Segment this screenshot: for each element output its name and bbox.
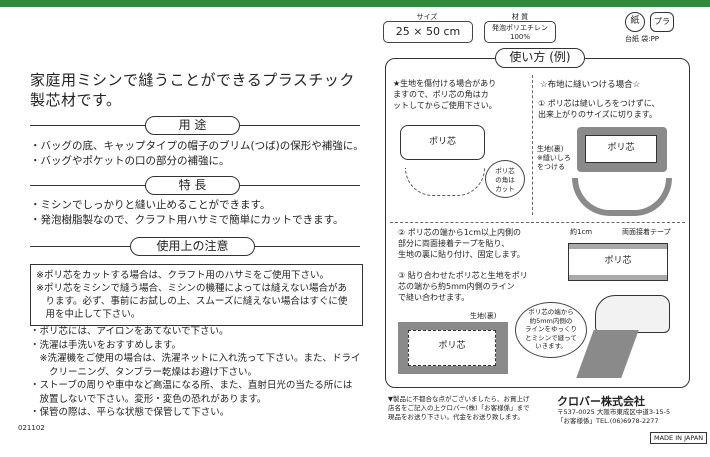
sew-note: ポリ芯の端から 約5mm内側の ラインをゆっくり とミシンで縫って いきます。 <box>515 302 587 358</box>
company-address: 〒537-0025 大阪市東成区中道3-15-5 「お客様係」TEL.(06)6… <box>557 408 707 426</box>
product-code: 021102 <box>18 424 45 432</box>
step-a-text: ★生地を傷付ける場合があり ますので、ポリ芯の角はカ ットしてからご使用下さい。 <box>393 78 533 111</box>
made-in-badge: MADE IN JAPAN <box>650 432 708 444</box>
poly-sewn: ポリ芯 <box>408 330 496 366</box>
company-name: クロバー株式会社 <box>557 395 645 408</box>
caution-item: ・保管の際は、平らな状態で保管して下さい。 <box>30 407 230 418</box>
caution-box-line: ります。必ず、事前にお試しの上、スムーズに縫えない場合はすぐに使 <box>36 296 348 307</box>
caution-box-line: ※ポリ芯をミシンで縫う場合、ミシンの機種によっては縫えない場合があ <box>36 283 348 294</box>
step-a-line: ットしてからご使用下さい。 <box>393 101 497 110</box>
caution-box-line: 用を中止して下さい。 <box>36 309 141 320</box>
footer-notice-line: 現品をお送り下さい。代金をお送り致します。 <box>388 413 524 421</box>
caution-item: ・ストーブの周りや車中など高温になる所、また、直射日光の当たる所には <box>30 380 353 391</box>
size-value: 25 × 50 cm <box>383 21 473 43</box>
material-label: 材 質 <box>511 13 529 21</box>
poly-with-tape: ポリ芯 <box>568 243 668 281</box>
step-a-line: ★生地を傷付ける場合があり <box>393 79 497 88</box>
sewing-machine-icon <box>595 295 670 333</box>
use-item: ・バッグやポケットの口の部分の補強に。 <box>30 155 230 167</box>
fabric-back-label: 生地(裏) ※縫いしろ をつける <box>537 145 592 171</box>
sew-note-line: いきます。 <box>535 342 567 350</box>
recycle-caption: 台紙 袋:PP <box>625 35 660 43</box>
fabric-back-line: ※縫いしろ <box>537 153 571 162</box>
footer-notice-line: ▼製品に不都合な点がございましたら、お買上げ <box>388 395 530 403</box>
use-item: ・バッグの底、キャップタイプの帽子のブリム(つば)の保形や補強に。 <box>30 140 364 152</box>
fabric-back-label-2: 生地(裏) <box>470 312 497 320</box>
plastic-recycle-icon: プラ <box>650 12 674 32</box>
footer-notice-line: 店名をご記入の上クロバー(株)「お客様係」まで <box>388 404 530 412</box>
fabric-back-line: 生地(裏) <box>537 145 564 153</box>
step-2-text: ② ポリ芯の端から1cm以上内側の 部分に両面接着テープを貼り、 生地の裏に貼り… <box>398 227 568 260</box>
features-heading: 特 長 <box>145 176 240 195</box>
step-b1-text: ① ポリ芯は縫いしろをつけずに、 出来上がりのサイズに切ります。 <box>538 98 688 120</box>
material-value-2: 100% <box>509 32 530 41</box>
fabric-back-line: をつける <box>537 162 565 171</box>
sew-note-line: ラインをゆっくり <box>525 325 577 333</box>
step-2-line: 生地の裏に貼り付け、固定します。 <box>398 250 525 259</box>
top-color-bar <box>0 0 710 7</box>
divider-dashed <box>532 75 533 215</box>
material-value-1: 発泡ポリエチレン <box>492 24 548 32</box>
caution-heading: 使用上の注意 <box>130 237 255 256</box>
feature-item: ・発泡樹脂製なので、クラフト用ハサミで簡単にカットできます。 <box>30 214 344 226</box>
sew-note-line: 約5mm内側の <box>529 316 573 325</box>
sew-note-line: とミシンで縫って <box>525 333 577 342</box>
step-3-line: で縫い合わせます。 <box>398 293 470 302</box>
caution-list: ・ポリ芯には、アイロンをあてないで下さい。 ・洗濯は手洗いをおすすめします。 ※… <box>30 325 365 420</box>
caution-box: ※ポリ芯をカットする場合は、クラフト用のハサミをご使用下さい。 ※ポリ芯をミシン… <box>30 264 363 326</box>
caution-box-line: ※ポリ芯をカットする場合は、クラフト用のハサミをご使用下さい。 <box>36 270 329 281</box>
howto-title: 使い方 (例) <box>495 48 585 68</box>
sew-note-line: ポリ芯の端から <box>528 308 574 316</box>
caution-item: クリーニング、タンブラー乾燥はお避け下さい。 <box>30 366 258 378</box>
step-3-line: ③ 貼り合わせたポリ芯と生地をポリ <box>398 271 528 280</box>
size-label: サイズ <box>416 13 438 21</box>
corner-note-line: ポリ芯 <box>495 167 515 175</box>
paper-recycle-icon: 紙 <box>625 12 645 32</box>
poly-core-on-fabric: ポリ芯 <box>585 135 657 163</box>
use-list: ・バッグの底、キャップタイプの帽子のブリム(つば)の保形や補強に。 ・バッグやポ… <box>30 139 365 169</box>
step-2-line: ② ポリ芯の端から1cm以上内側の <box>398 228 521 237</box>
address-line: 〒537-0025 大阪市東成区中道3-15-5 <box>557 408 671 416</box>
feature-item: ・ミシンでしっかりと縫い止めることができます。 <box>30 199 271 211</box>
caution-item: ・洗濯は手洗いをおすすめします。 <box>30 339 182 351</box>
intro-text: 家庭用ミシンで縫うことができるプラスチック製芯材です。 <box>30 71 355 109</box>
step-3-text: ③ 貼り合わせたポリ芯と生地をポリ 芯の端から約5mm内側のライン で縫い合わせ… <box>398 270 568 303</box>
step-b1-line: 出来上がりのサイズに切ります。 <box>538 110 657 119</box>
tape-label: 両面接着テープ <box>622 228 671 236</box>
step-a-line: ますので、ポリ芯の角はカ <box>393 90 489 99</box>
corner-note: ポリ芯 の角は カット <box>485 160 525 198</box>
footer-notice: ▼製品に不都合な点がございましたら、お買上げ 店名をご記入の上クロバー(株)「お… <box>388 395 538 422</box>
corner-note-line: カット <box>495 185 515 193</box>
material-box: 発泡ポリエチレン 100% <box>484 21 556 43</box>
divider-dashed <box>390 222 685 223</box>
caution-item: ※洗濯機をご使用の場合は、洗濯ネットに入れ洗って下さい。また、ドライ <box>30 353 361 364</box>
poly-core-shape: ポリ芯 <box>400 125 485 160</box>
step-b1-line: ① ポリ芯は縫いしろをつけずに、 <box>538 99 660 108</box>
address-line: 「お客様係」TEL.(06)6978-2277 <box>557 417 659 425</box>
features-list: ・ミシンでしっかりと縫い止めることができます。 ・発泡樹脂製なので、クラフト用ハ… <box>30 198 365 228</box>
step-2-line: 部分に両面接着テープを貼り、 <box>398 239 510 248</box>
step-b-heading: ☆布地に縫いつける場合☆ <box>540 80 641 90</box>
tape-1cm-label: 約1cm <box>570 228 593 236</box>
caution-item: ・ポリ芯には、アイロンをあてないで下さい。 <box>30 326 229 337</box>
step-3-line: 芯の端から約5mm内側のライン <box>398 282 515 291</box>
use-heading: 用 途 <box>145 116 240 135</box>
caution-item: 放置しないで下さい。変形・変色の恐れがあります。 <box>30 393 267 405</box>
corner-note-line: の角は <box>495 176 515 184</box>
